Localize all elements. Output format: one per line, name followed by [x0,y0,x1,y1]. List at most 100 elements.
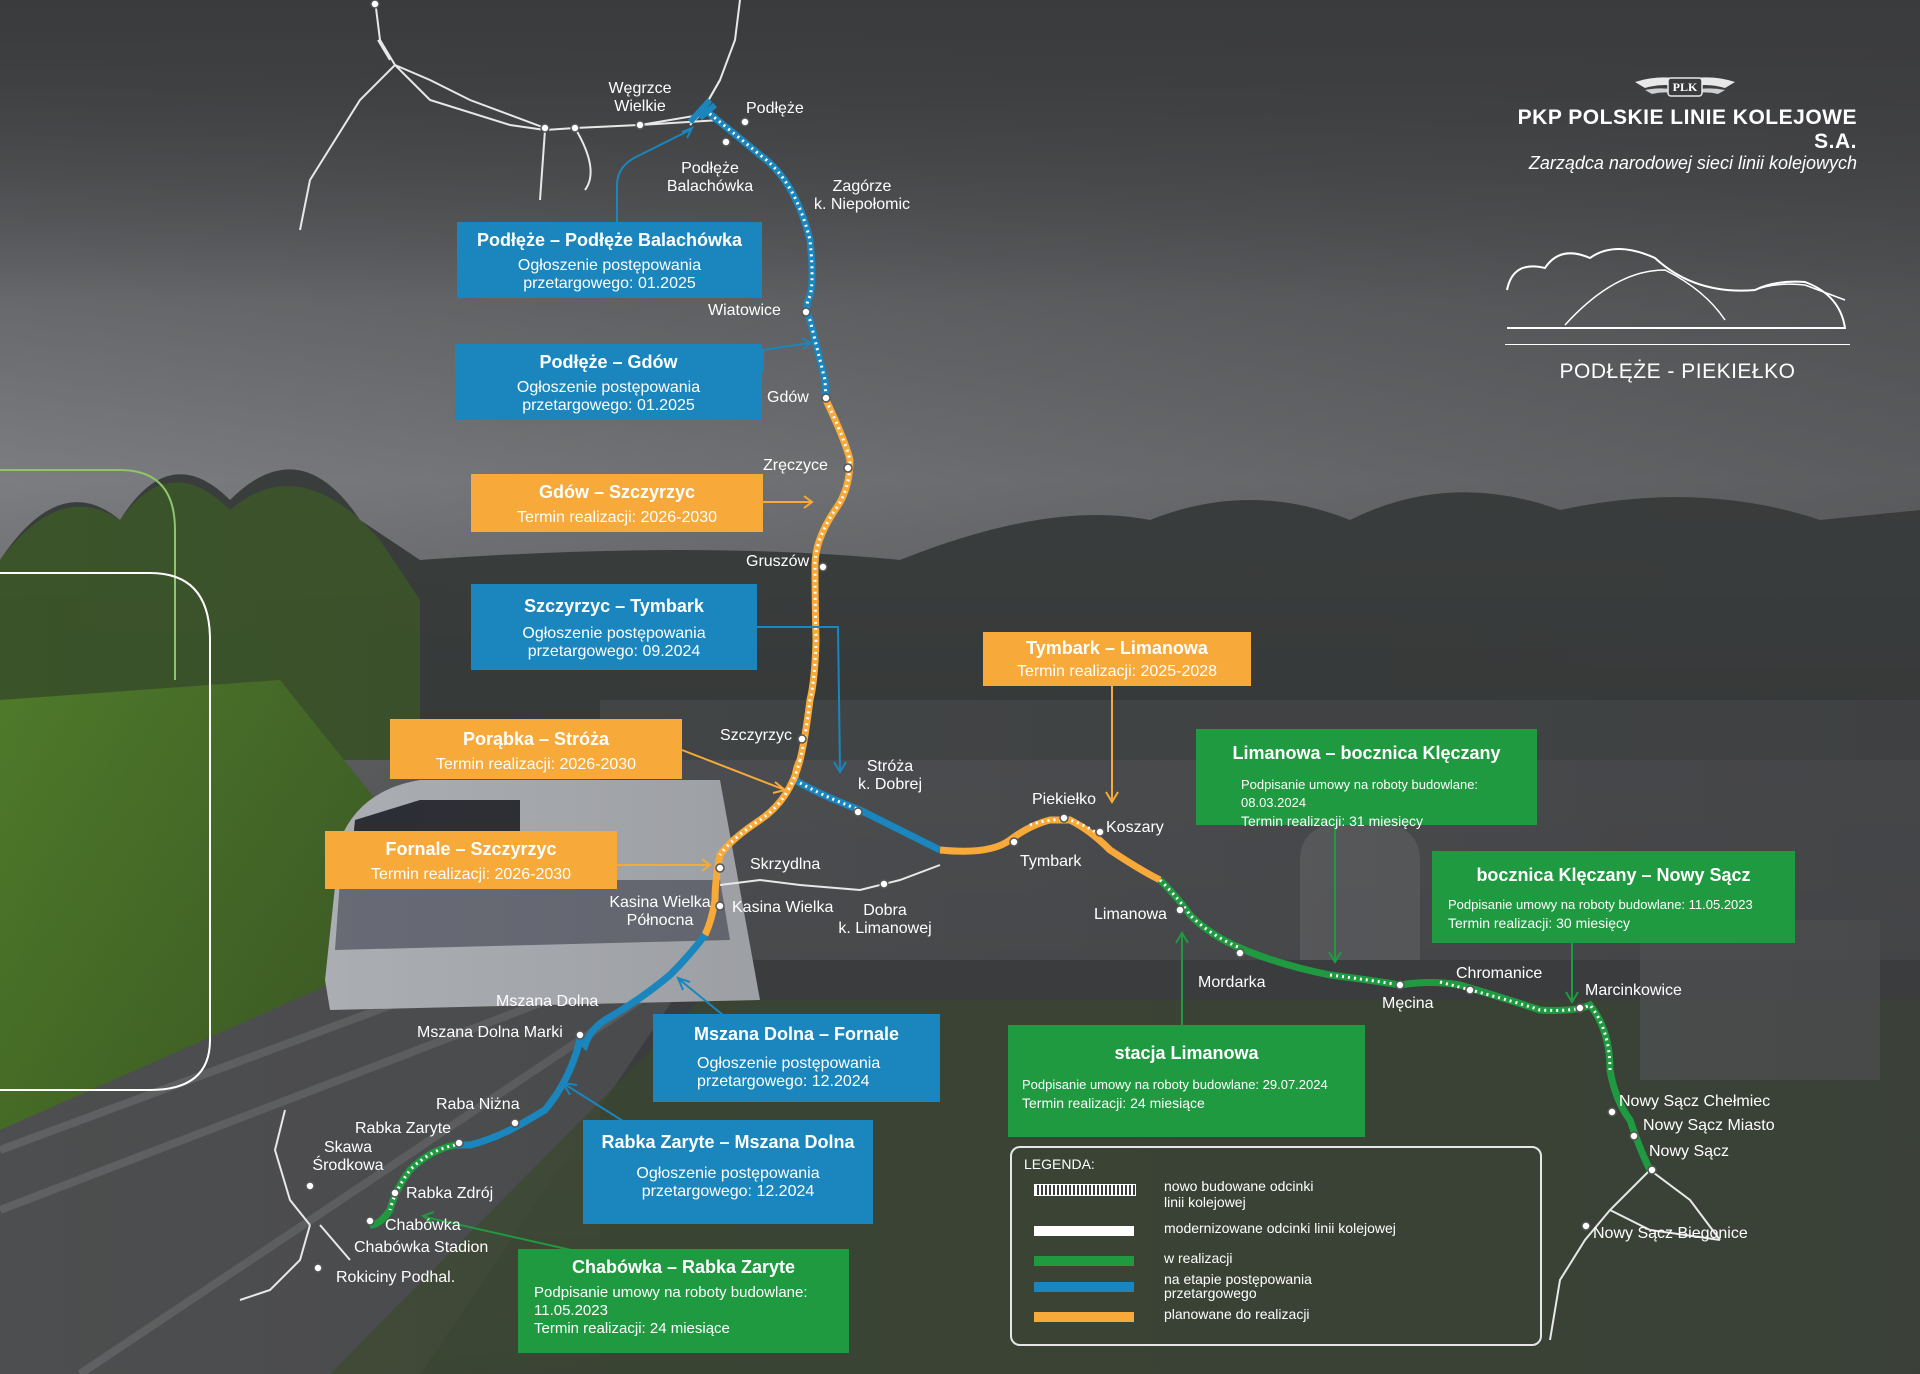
panel-line: przetargowego: 12.2024 [697,1073,870,1090]
panel-line: Ogłoszenie postępowania [517,257,702,274]
station-label: Rokiciny Podhal. [336,1269,456,1286]
legend-label: w realizacji [1164,1250,1233,1266]
logo-text: PLK [1672,80,1698,94]
station-label: Skawa Środkowa [312,1139,384,1174]
panel-line: Ogłoszenie postępowania [636,1165,820,1182]
panel-title: Porąbka – Stróża [462,729,610,749]
panel-title: bocznica Klęczany – Nowy Sącz [1476,865,1751,885]
panel-mszana-fornale: Mszana Dolna – Fornale Ogłoszenie postęp… [653,1014,940,1102]
track-gdow-szczyrzyc [796,398,854,761]
panel-line: Ogłoszenie postępowania [522,625,706,642]
panel-line: Podpisanie umowy na roboty budowlane: 29… [1022,1077,1328,1092]
station-label: Nowy Sącz Chełmiec [1619,1093,1771,1110]
legend-swatch-new [1034,1184,1136,1196]
panel-kleczany-nowy-sacz: bocznica Klęczany – Nowy Sącz Podpisanie… [1432,851,1795,943]
station-label: Gdów [767,389,809,406]
station-label: Szczyrzyc [720,727,792,744]
legend: LEGENDA: nowo budowane odcinki linii kol… [1010,1146,1542,1346]
station-label: Mszana Dolna Marki [417,1024,563,1041]
legend-item-blue: na etapie postępowania przetargowego [1024,1272,1524,1306]
track-tymbark-limanowa [939,816,1162,884]
route-title-underline [1505,344,1850,345]
station-label: Węgrzce Wielkie [608,80,672,115]
panel-title: Gdów – Szczyrzyc [538,482,696,502]
panel-porabka-stroza: Porąbka – Stróża Termin realizacji: 2026… [390,719,682,779]
company-name: PKP POLSKIE LINIE KOLEJOWE S.A. [1517,106,1857,153]
station-label: Nowy Sącz Biegonice [1593,1225,1748,1242]
panel-line: Ogłoszenie postępowania [516,379,701,396]
station-label: Raba Niżna [436,1096,520,1113]
panel-line: Ogłoszenie postępowania [697,1055,881,1072]
panel-title: Mszana Dolna – Fornale [693,1024,900,1044]
station-label: Chabówka Stadion [354,1239,489,1256]
legend-swatch-orange [1034,1312,1134,1322]
station-label: Marcinkowice [1585,982,1682,999]
station-label: Zręczyce [763,457,828,474]
panel-title: Podłęże – Gdów [539,352,678,372]
station-label: Podłęże [746,100,804,117]
station-label: Wiatowice [708,302,781,319]
panel-tymbark-limanowa: Tymbark – Limanowa Termin realizacji: 20… [983,632,1251,686]
station-label: Piekiełko [1032,791,1097,808]
panel-line: przetargowego: 09.2024 [527,643,701,660]
panel-line: Podpisanie umowy na roboty budowlane: 08… [1241,777,1479,810]
station-label: Chabówka [385,1217,461,1234]
panel-fornale-szczyrzyc: Fornale – Szczyrzyc Termin realizacji: 2… [325,831,617,889]
panel-rabka-mszana: Rabka Zaryte – Mszana Dolna Ogłoszenie p… [583,1120,873,1224]
legend-swatch-modernized [1034,1226,1134,1236]
panel-limanowa-kleczany: Limanowa – bocznica Klęczany Podpisanie … [1196,729,1537,829]
panel-title: Fornale – Szczyrzyc [385,839,557,859]
panel-title: Tymbark – Limanowa [1026,638,1208,658]
station-label: Kasina Wielka Północna [609,894,711,929]
station-label: Rabka Zaryte [355,1120,452,1137]
panel-line: Termin realizacji: 2026-2030 [435,756,637,773]
panel-title: stacja Limanowa [1114,1043,1259,1063]
panel-line: Termin realizacji: 2026-2030 [516,509,718,526]
station-label: Nowy Sącz Miasto [1643,1117,1775,1134]
station-label: Gruszów [746,553,810,570]
station-label: Mszana Dolna [496,993,599,1010]
panel-szczyrzyc-tymbark: Szczyrzyc – Tymbark Ogłoszenie postępowa… [471,584,757,670]
legend-item-orange: planowane do realizacji [1024,1306,1524,1340]
panel-stacja-limanowa: stacja Limanowa Podpisanie umowy na robo… [1008,1025,1365,1137]
panel-title: Rabka Zaryte – Mszana Dolna [601,1132,855,1152]
station-label: Stróża k. Dobrej [857,758,923,793]
station-label: Koszary [1106,819,1164,836]
legend-swatch-green [1034,1256,1134,1266]
track-mszana-rabka [455,932,708,1149]
panel-line: przetargowego: 12.2024 [641,1183,815,1200]
panel-line: przetargowego: 01.2025 [523,275,696,292]
station-label: Zagórze k. Niepołomic [813,178,911,213]
panel-line: przetargowego: 01.2025 [522,397,695,414]
panel-line: Termin realizacji: 30 miesięcy [1448,915,1631,931]
station-label: Kasina Wielka [732,899,834,916]
legend-title: LEGENDA: [1024,1156,1095,1172]
legend-swatch-blue [1034,1282,1134,1292]
station-label: Męcina [1382,995,1434,1012]
station-label: Limanowa [1094,906,1167,923]
panel-line: Termin realizacji: 31 miesięcy [1241,813,1424,829]
panel-podleze-balachowka: Podłęże – Podłęże Balachówka Ogłoszenie … [457,222,762,298]
panel-gdow-szczyrzyc: Gdów – Szczyrzyc Termin realizacji: 2026… [471,474,763,532]
legend-label: na etapie postępowania przetargowego [1164,1271,1312,1301]
panel-chabowka-rabka: Chabówka – Rabka Zaryte Podpisanie umowy… [518,1249,849,1353]
panel-title: Chabówka – Rabka Zaryte [571,1257,796,1277]
legend-item-green: w realizacji [1024,1250,1524,1284]
legend-label: modernizowane odcinki linii kolejowej [1164,1220,1396,1236]
station-label: Nowy Sącz [1649,1143,1730,1160]
station-label: Tymbark [1020,853,1082,870]
legend-item-new: nowo budowane odcinki linii kolejowej [1024,1178,1524,1212]
route-title: PODŁĘŻE - PIEKIEŁKO [1559,360,1796,383]
station-label: Skrzydlna [750,856,821,873]
panel-line: 11.05.2023 [534,1302,608,1319]
legend-item-modernized: modernizowane odcinki linii kolejowej [1024,1220,1524,1254]
panel-title: Szczyrzyc – Tymbark [524,596,704,616]
station-label: Podłęże Balachówka [666,160,754,195]
legend-label: planowane do realizacji [1164,1306,1310,1322]
legend-label: nowo budowane odcinki linii kolejowej [1164,1178,1314,1210]
panel-line: Termin realizacji: 24 miesiące [534,1320,730,1337]
mountain-train-icon [1506,248,1847,329]
winged-wheel-logo-icon [1635,77,1735,97]
panel-line: Termin realizacji: 2026-2030 [370,866,572,883]
